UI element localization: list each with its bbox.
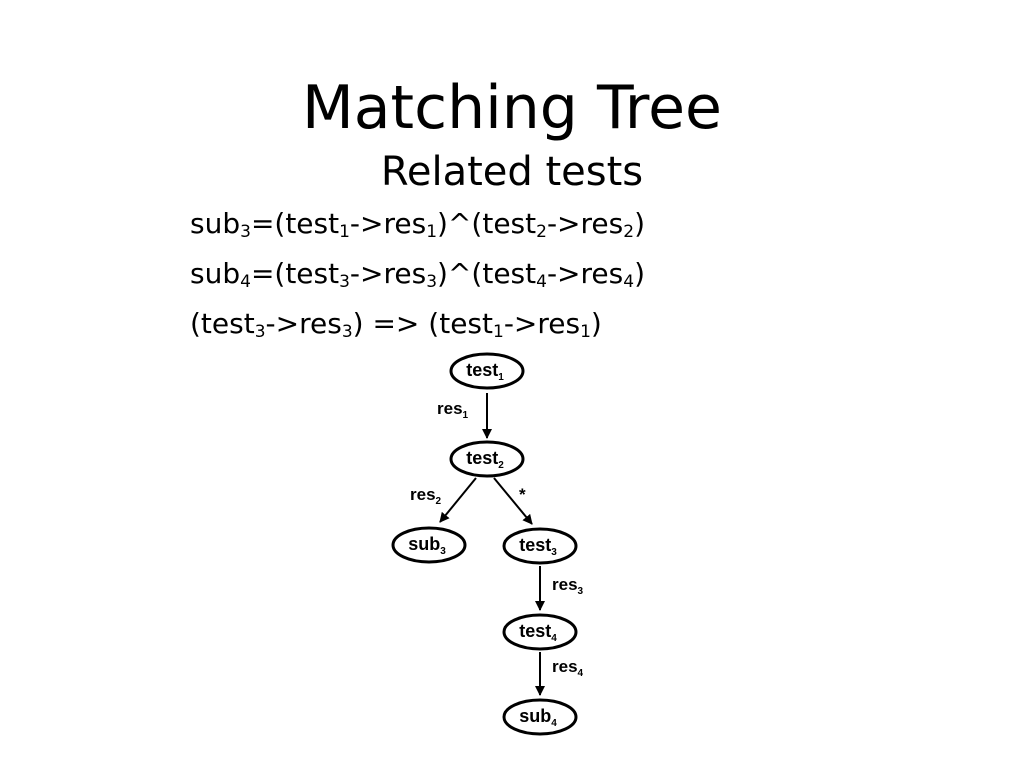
formula-subscript: 3 xyxy=(339,272,350,292)
node-label-test3: test3 xyxy=(519,535,557,558)
edge-test2-sub3 xyxy=(439,477,477,523)
formula-sub4: sub4=(test3->res3)^(test4->res4) xyxy=(190,256,645,292)
formula-text: ->res xyxy=(349,257,427,290)
formula-subscript: 3 xyxy=(240,222,251,242)
formula-subscript: 4 xyxy=(536,272,547,292)
node-label-sub4: sub4 xyxy=(519,706,557,729)
formula-subscript: 4 xyxy=(240,272,251,292)
edge-label-test2-sub3: res2 xyxy=(410,485,442,507)
formula-relation: (test3->res3) => (test1->res1) xyxy=(190,306,602,342)
node-sub3 xyxy=(391,526,467,564)
node-test3 xyxy=(502,527,578,565)
slide-title: Matching Tree xyxy=(302,73,722,143)
edge-test2-test3 xyxy=(493,477,533,525)
formula-text: ) xyxy=(590,307,602,340)
formula-subscript: 3 xyxy=(426,272,438,292)
formula-subscript: 2 xyxy=(536,222,547,242)
node-label-sub3: sub3 xyxy=(408,534,446,557)
formula-text: sub xyxy=(190,257,241,290)
formula-text: )^(test xyxy=(437,257,537,290)
formula-subscript: 1 xyxy=(339,222,350,242)
edge-label-test3-test4: res3 xyxy=(552,575,584,597)
formula-subscript: 3 xyxy=(341,322,353,342)
formula-text: ) => (test xyxy=(352,307,493,340)
node-sub4 xyxy=(502,698,578,736)
formula-text: ->res xyxy=(349,207,427,240)
node-test2 xyxy=(449,440,525,478)
slide-subtitle: Related tests xyxy=(380,149,644,195)
edge-label-test4-sub4: res4 xyxy=(552,657,584,679)
formula-text: ->res xyxy=(503,307,581,340)
node-test4 xyxy=(502,613,578,651)
node-label-test2: test2 xyxy=(466,448,504,471)
formula-text: sub xyxy=(190,207,241,240)
formula-subscript: 1 xyxy=(426,222,438,242)
formula-text: ->res xyxy=(265,307,342,340)
formula-text: (test xyxy=(190,307,255,340)
formula-text: =(test xyxy=(250,257,340,290)
formula-text: ) xyxy=(634,207,645,240)
formula-text: =(test xyxy=(250,207,340,240)
formula-subscript: 1 xyxy=(492,322,504,342)
formula-text: )^(test xyxy=(437,207,537,240)
formula-text: ) xyxy=(634,257,645,290)
node-label-test4: test4 xyxy=(519,621,557,644)
formula-subscript: 3 xyxy=(254,322,266,342)
edge-label-test2-test3: * xyxy=(519,485,526,504)
formula-text: ->res xyxy=(546,207,624,240)
edge-label-test1-test2: res1 xyxy=(437,399,469,421)
formula-subscript: 1 xyxy=(580,322,591,342)
formula-subscript: 4 xyxy=(623,272,635,292)
formula-text: ->res xyxy=(546,257,624,290)
node-label-test1: test1 xyxy=(466,360,504,383)
node-test1 xyxy=(449,352,525,390)
formula-sub3: sub3=(test1->res1)^(test2->res2) xyxy=(190,206,645,242)
formula-subscript: 2 xyxy=(623,222,635,242)
